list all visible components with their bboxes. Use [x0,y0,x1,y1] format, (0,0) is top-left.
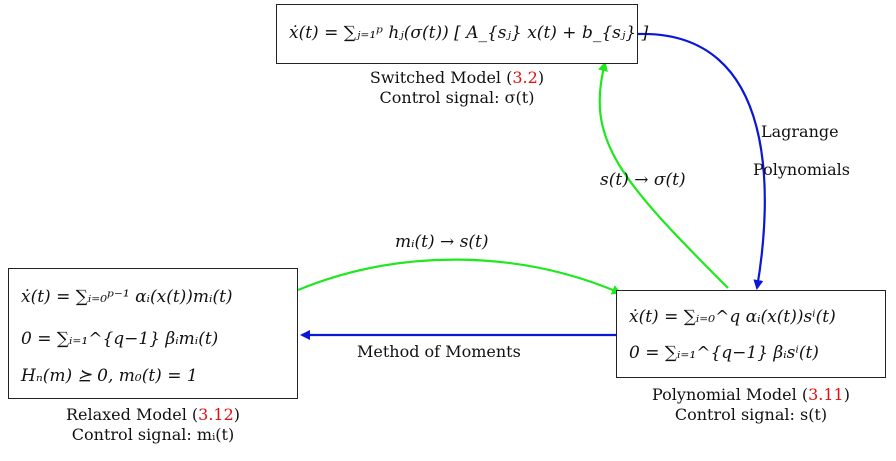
relaxed-eq2: 0 = ∑ᵢ₌₁^{q−1} βᵢmᵢ(t) [21,329,219,349]
switched-caption: Switched Model (3.2) Control signal: σ(t… [276,68,638,108]
label-method-of-moments: Method of Moments [357,342,521,361]
polynomial-eq1: ẋ(t) = ∑ᵢ₌₀^q αᵢ(x(t))sⁱ(t) [629,307,836,327]
polynomial-model-box: ẋ(t) = ∑ᵢ₌₀^q αᵢ(x(t))sⁱ(t) 0 = ∑ᵢ₌₁^{q−… [616,290,886,378]
switched-model-box: ẋ(t) = ∑ⱼ₌₁ᵖ hⱼ(σ(t)) [ A_{sⱼ} x(t) + b_… [276,4,648,64]
switched-equation: ẋ(t) = ∑ⱼ₌₁ᵖ hⱼ(σ(t)) [ A_{sⱼ} x(t) + b_… [289,23,649,43]
arrow-m-to-s [297,258,622,295]
relaxed-caption: Relaxed Model (3.12) Control signal: mᵢ(… [8,405,298,445]
relaxed-control: Control signal: mᵢ(t) [71,425,235,444]
switched-control: Control signal: σ(t) [379,88,535,107]
label-m-to-s: mᵢ(t) → s(t) [395,232,489,252]
arrow-lagrange [637,32,766,290]
polynomial-eq2: 0 = ∑ᵢ₌₁^{q−1} βᵢsⁱ(t) [629,343,819,363]
label-polynomials: Polynomials [753,160,850,179]
label-s-to-sigma: s(t) → σ(t) [600,170,686,190]
polynomial-caption: Polynomial Model (3.11) Control signal: … [616,385,886,425]
relaxed-eq1: ẋ(t) = ∑ᵢ₌₀ᵖ⁻¹ αᵢ(x(t))mᵢ(t) [21,287,233,307]
switched-ref-link[interactable]: 3.2 [512,68,538,87]
label-lagrange: Lagrange [761,122,839,141]
polynomial-ref-link[interactable]: 3.11 [808,385,844,404]
relaxed-eq3: Hₙ(m) ⪰ 0, m₀(t) = 1 [21,366,198,386]
polynomial-control: Control signal: s(t) [674,405,828,424]
relaxed-model-box: ẋ(t) = ∑ᵢ₌₀ᵖ⁻¹ αᵢ(x(t))mᵢ(t) 0 = ∑ᵢ₌₁^{q… [8,268,298,399]
relaxed-ref-link[interactable]: 3.12 [198,405,234,424]
arrow-s-to-sigma [598,61,729,289]
